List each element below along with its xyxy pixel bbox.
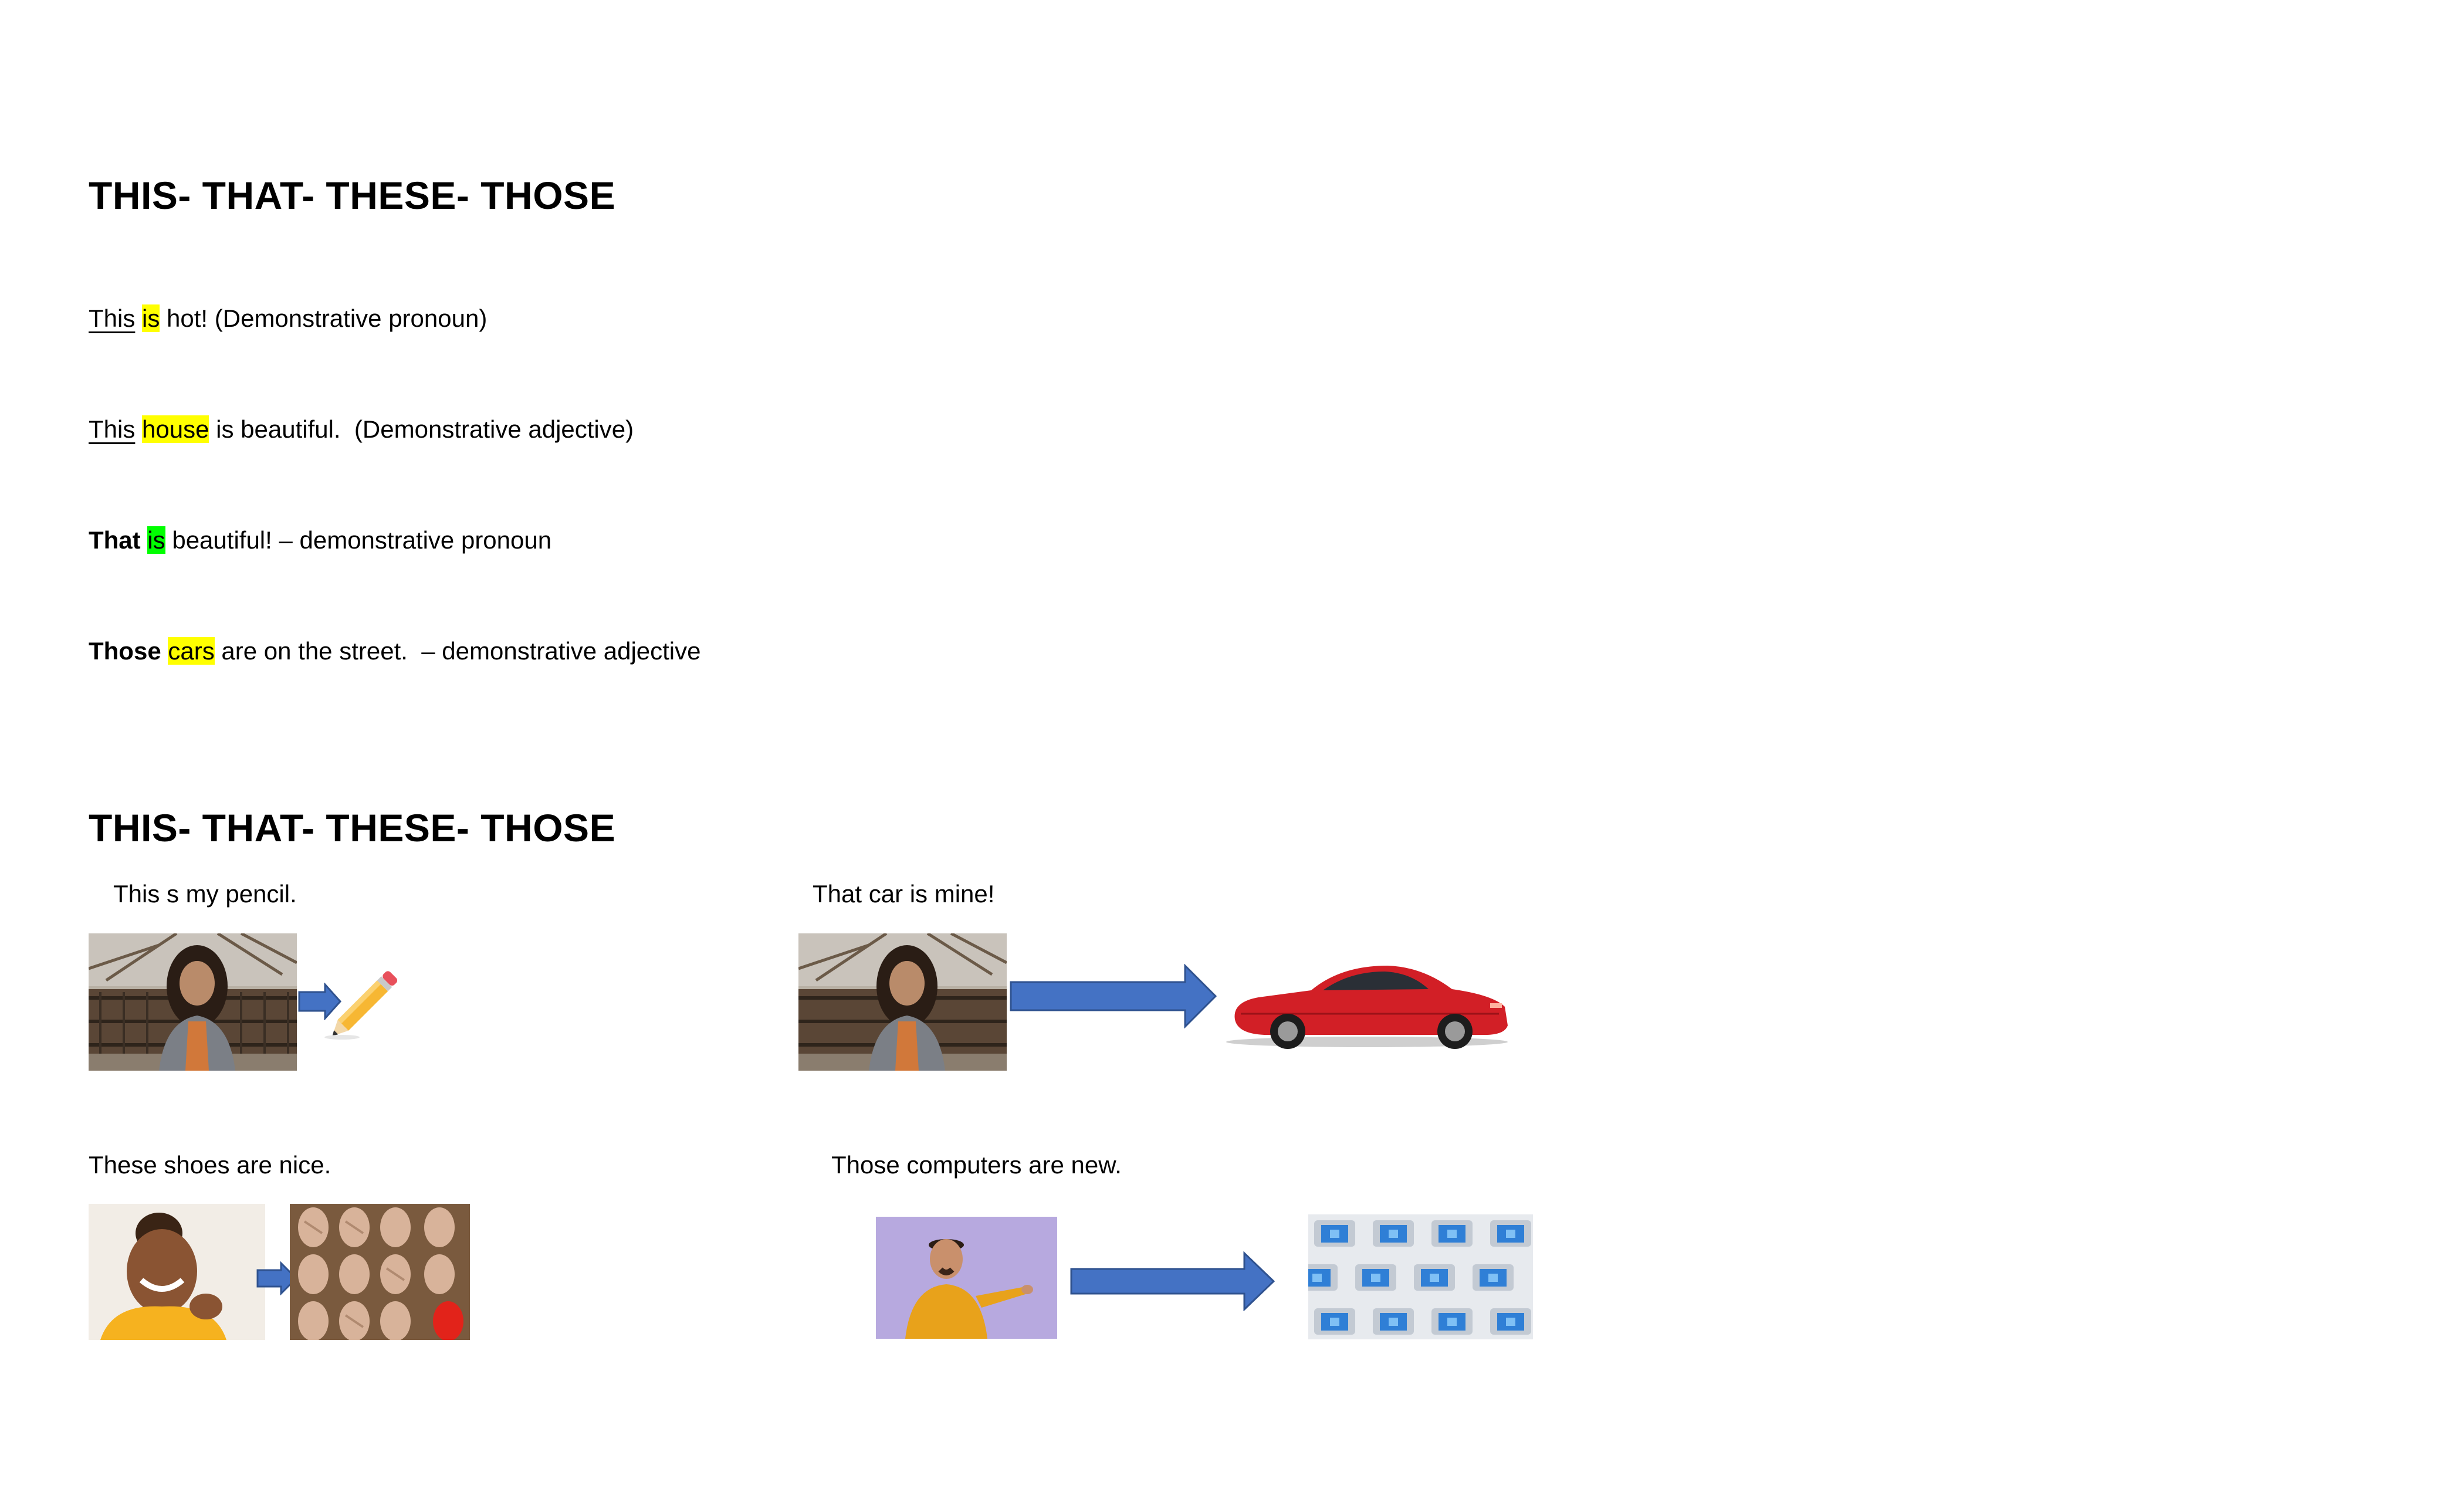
section-2-title: THIS- THAT- THESE- THOSE (89, 806, 616, 849)
underlined-word: This (89, 415, 136, 443)
sentence-rest: beautiful! – demonstrative pronoun (165, 526, 552, 554)
arrow-right-icon (1010, 964, 1217, 1028)
woman-photo (89, 933, 297, 1071)
arrow-right-icon (298, 983, 341, 1020)
caption-those-computers: Those computers are new. (831, 1151, 1122, 1179)
woman-photo (798, 933, 1007, 1071)
laptops-photo (1308, 1214, 1533, 1339)
caption-that-car: That car is mine! (813, 880, 995, 908)
highlighted-word: is (147, 526, 165, 554)
smiling-woman-photo (89, 1204, 265, 1340)
pencil-icon (321, 961, 409, 1043)
highlighted-word: house (142, 415, 209, 443)
red-car-image (1223, 949, 1517, 1049)
shoes-photo (290, 1204, 470, 1340)
example-sentence-2: This house is beautiful. (Demonstrative … (89, 415, 634, 443)
bold-word: Those (89, 637, 161, 665)
example-sentence-1: This is hot! (Demonstrative pronoun) (89, 304, 488, 332)
arrow-right-icon (1070, 1251, 1275, 1311)
section-1-title: THIS- THAT- THESE- THOSE (89, 174, 616, 217)
example-sentence-3: That is beautiful! – demonstrative prono… (89, 526, 552, 554)
sentence-rest: hot! (Demonstrative pronoun) (160, 304, 488, 332)
example-sentence-4: Those cars are on the street. – demonstr… (89, 637, 701, 665)
sentence-rest: are on the street. – demonstrative adjec… (214, 637, 701, 665)
arrow-right-icon (256, 1261, 297, 1295)
underlined-word: This (89, 304, 136, 332)
sentence-rest: is beautiful. (Demonstrative adjective) (209, 415, 634, 443)
bold-word: That (89, 526, 141, 554)
highlighted-word: cars (168, 637, 215, 665)
caption-this-pencil: This s my pencil. (113, 880, 297, 908)
highlighted-word: is (142, 304, 160, 332)
man-pointing-photo (876, 1217, 1057, 1339)
caption-these-shoes: These shoes are nice. (89, 1151, 331, 1179)
